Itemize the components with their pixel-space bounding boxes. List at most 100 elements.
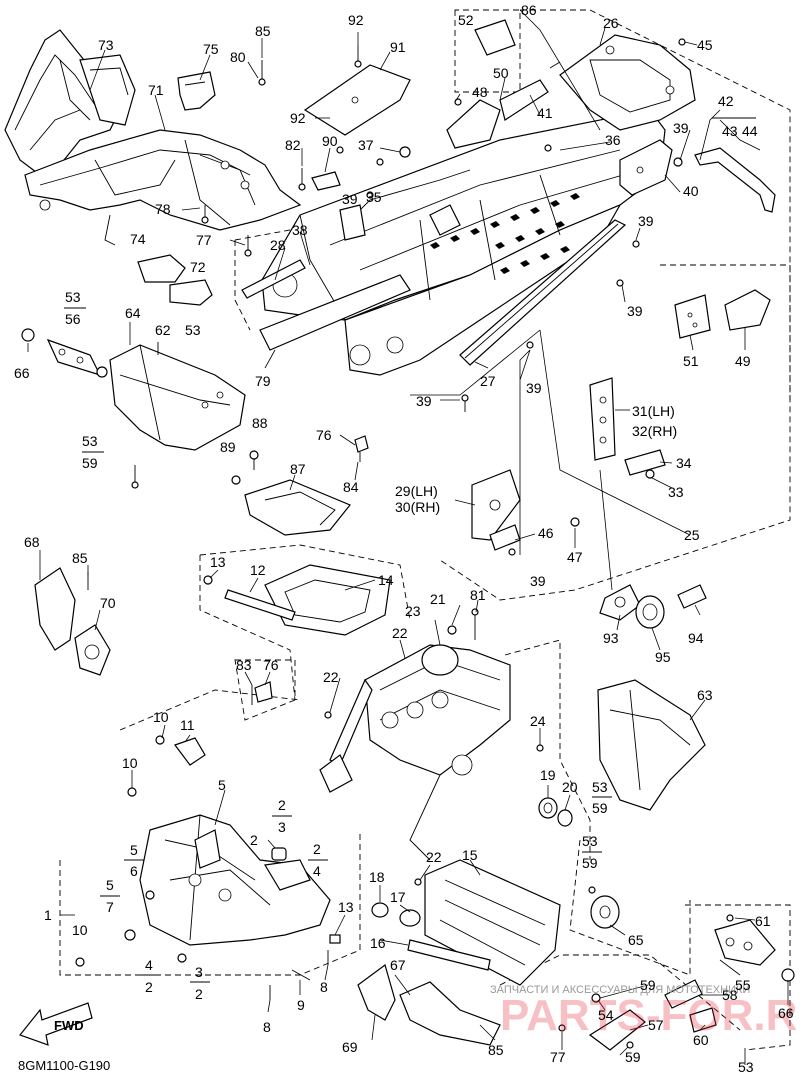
callout-25: 25 — [684, 527, 700, 543]
front-chassis-1 — [139, 814, 331, 946]
callout-83: 83 — [236, 657, 252, 673]
callout-92: 92 — [290, 110, 306, 126]
callout-49: 49 — [735, 353, 751, 369]
bracket-75 — [177, 71, 216, 111]
plate-50 — [446, 99, 501, 149]
callout-22: 22 — [392, 625, 408, 641]
callout-5: 5 — [218, 777, 226, 793]
callout-59: 59 — [582, 855, 598, 871]
grommet-95 — [635, 595, 665, 629]
label-94 — [677, 584, 707, 609]
callout-54: 54 — [598, 1007, 614, 1023]
callout-39: 39 — [627, 303, 643, 319]
callout-86: 86 — [521, 2, 537, 18]
callout-21: 21 — [430, 591, 446, 607]
callout-95: 95 — [655, 649, 671, 665]
plate-34 — [624, 449, 666, 476]
dash-panel-71 — [24, 129, 302, 246]
bracket-31-32 — [589, 377, 616, 461]
callout-64: 64 — [125, 305, 141, 321]
callout-90: 90 — [322, 133, 338, 149]
callout-27: 27 — [480, 373, 496, 389]
front-frame-22 — [319, 644, 511, 861]
cover-23 — [421, 644, 459, 676]
callout-85: 85 — [255, 23, 271, 39]
frame-14 — [264, 564, 391, 636]
callout-39: 39 — [526, 380, 542, 396]
callout-8: 8 — [263, 1019, 271, 1035]
block-90 — [311, 171, 341, 191]
callout-81: 81 — [470, 587, 486, 603]
callout-23: 23 — [405, 603, 421, 619]
callout-29-lh: 29(LH) — [395, 483, 438, 499]
watermark-sub: ЗАПЧАСТИ И АКСЕССУАРЫ ДЛЯ МОТОТЕХНИКИ — [490, 984, 750, 996]
bearing-19 — [538, 797, 558, 819]
callout-labels: 73 71 75 85 80 92 91 92 52 86 26 45 50 4… — [14, 2, 794, 1075]
plate-87 — [244, 479, 351, 536]
callout-59: 59 — [82, 455, 98, 471]
bushing-11 — [174, 737, 206, 766]
callout-41: 41 — [537, 105, 553, 121]
heat-exchanger-15 — [424, 859, 561, 986]
callout-15: 15 — [462, 847, 478, 863]
plate-93 — [599, 584, 641, 621]
callout-10: 10 — [122, 755, 138, 771]
callout-36: 36 — [605, 132, 621, 148]
callout-88: 88 — [252, 415, 268, 431]
callout-47: 47 — [567, 549, 583, 565]
plate-51 — [674, 294, 711, 339]
tunnel-frame — [259, 109, 666, 376]
callout-53: 53 — [82, 433, 98, 449]
callout-76: 76 — [263, 657, 279, 673]
diagram-code: 8GM1100-G190 — [18, 1058, 110, 1073]
callout-7: 7 — [106, 899, 114, 915]
callout-59: 59 — [592, 800, 608, 816]
callout-85: 85 — [72, 550, 88, 566]
callout-91: 91 — [390, 39, 406, 55]
callout-74: 74 — [130, 231, 146, 247]
rail-28 — [241, 259, 306, 299]
plate-74 — [137, 254, 186, 283]
tunnel-holes — [430, 193, 580, 274]
callout-53: 53 — [738, 1059, 754, 1075]
callout-44: 44 — [742, 123, 758, 139]
callout-17: 17 — [390, 889, 406, 905]
callout-79: 79 — [255, 373, 271, 389]
callout-13: 13 — [210, 554, 226, 570]
callout-84: 84 — [343, 479, 359, 495]
bracket-29-30 — [471, 469, 521, 541]
callout-52: 52 — [458, 12, 474, 28]
callout-53: 53 — [592, 779, 608, 795]
callout-39: 39 — [342, 191, 358, 207]
callout-76: 76 — [316, 427, 332, 443]
callout-42: 42 — [718, 93, 734, 109]
callout-72: 72 — [190, 259, 206, 275]
callout-51: 51 — [683, 353, 699, 369]
callout-8: 8 — [320, 979, 328, 995]
callout-26: 26 — [603, 15, 619, 31]
callout-94: 94 — [688, 630, 704, 646]
callout-6: 6 — [130, 863, 138, 879]
bushing-18 — [371, 902, 389, 918]
callout-85: 85 — [488, 1042, 504, 1058]
callout-37: 37 — [358, 137, 374, 153]
callout-53: 53 — [185, 322, 201, 338]
callout-39: 39 — [416, 393, 432, 409]
callout-57: 57 — [648, 1017, 664, 1033]
plate-72 — [169, 279, 213, 306]
callout-73: 73 — [98, 37, 114, 53]
callout-4: 4 — [313, 863, 321, 879]
callout-48: 48 — [472, 84, 488, 100]
plate-91 — [303, 64, 411, 136]
callout-89: 89 — [220, 439, 236, 455]
callout-2: 2 — [145, 979, 153, 995]
callout-53: 53 — [582, 833, 598, 849]
watermark-main: PARTS-FOR.RU — [500, 991, 800, 1040]
ring-20 — [557, 809, 573, 827]
gasket-70 — [74, 624, 111, 676]
callout-87: 87 — [290, 461, 306, 477]
callout-40: 40 — [683, 183, 699, 199]
callout-3: 3 — [195, 964, 203, 980]
step-bracket-64 — [109, 344, 246, 451]
